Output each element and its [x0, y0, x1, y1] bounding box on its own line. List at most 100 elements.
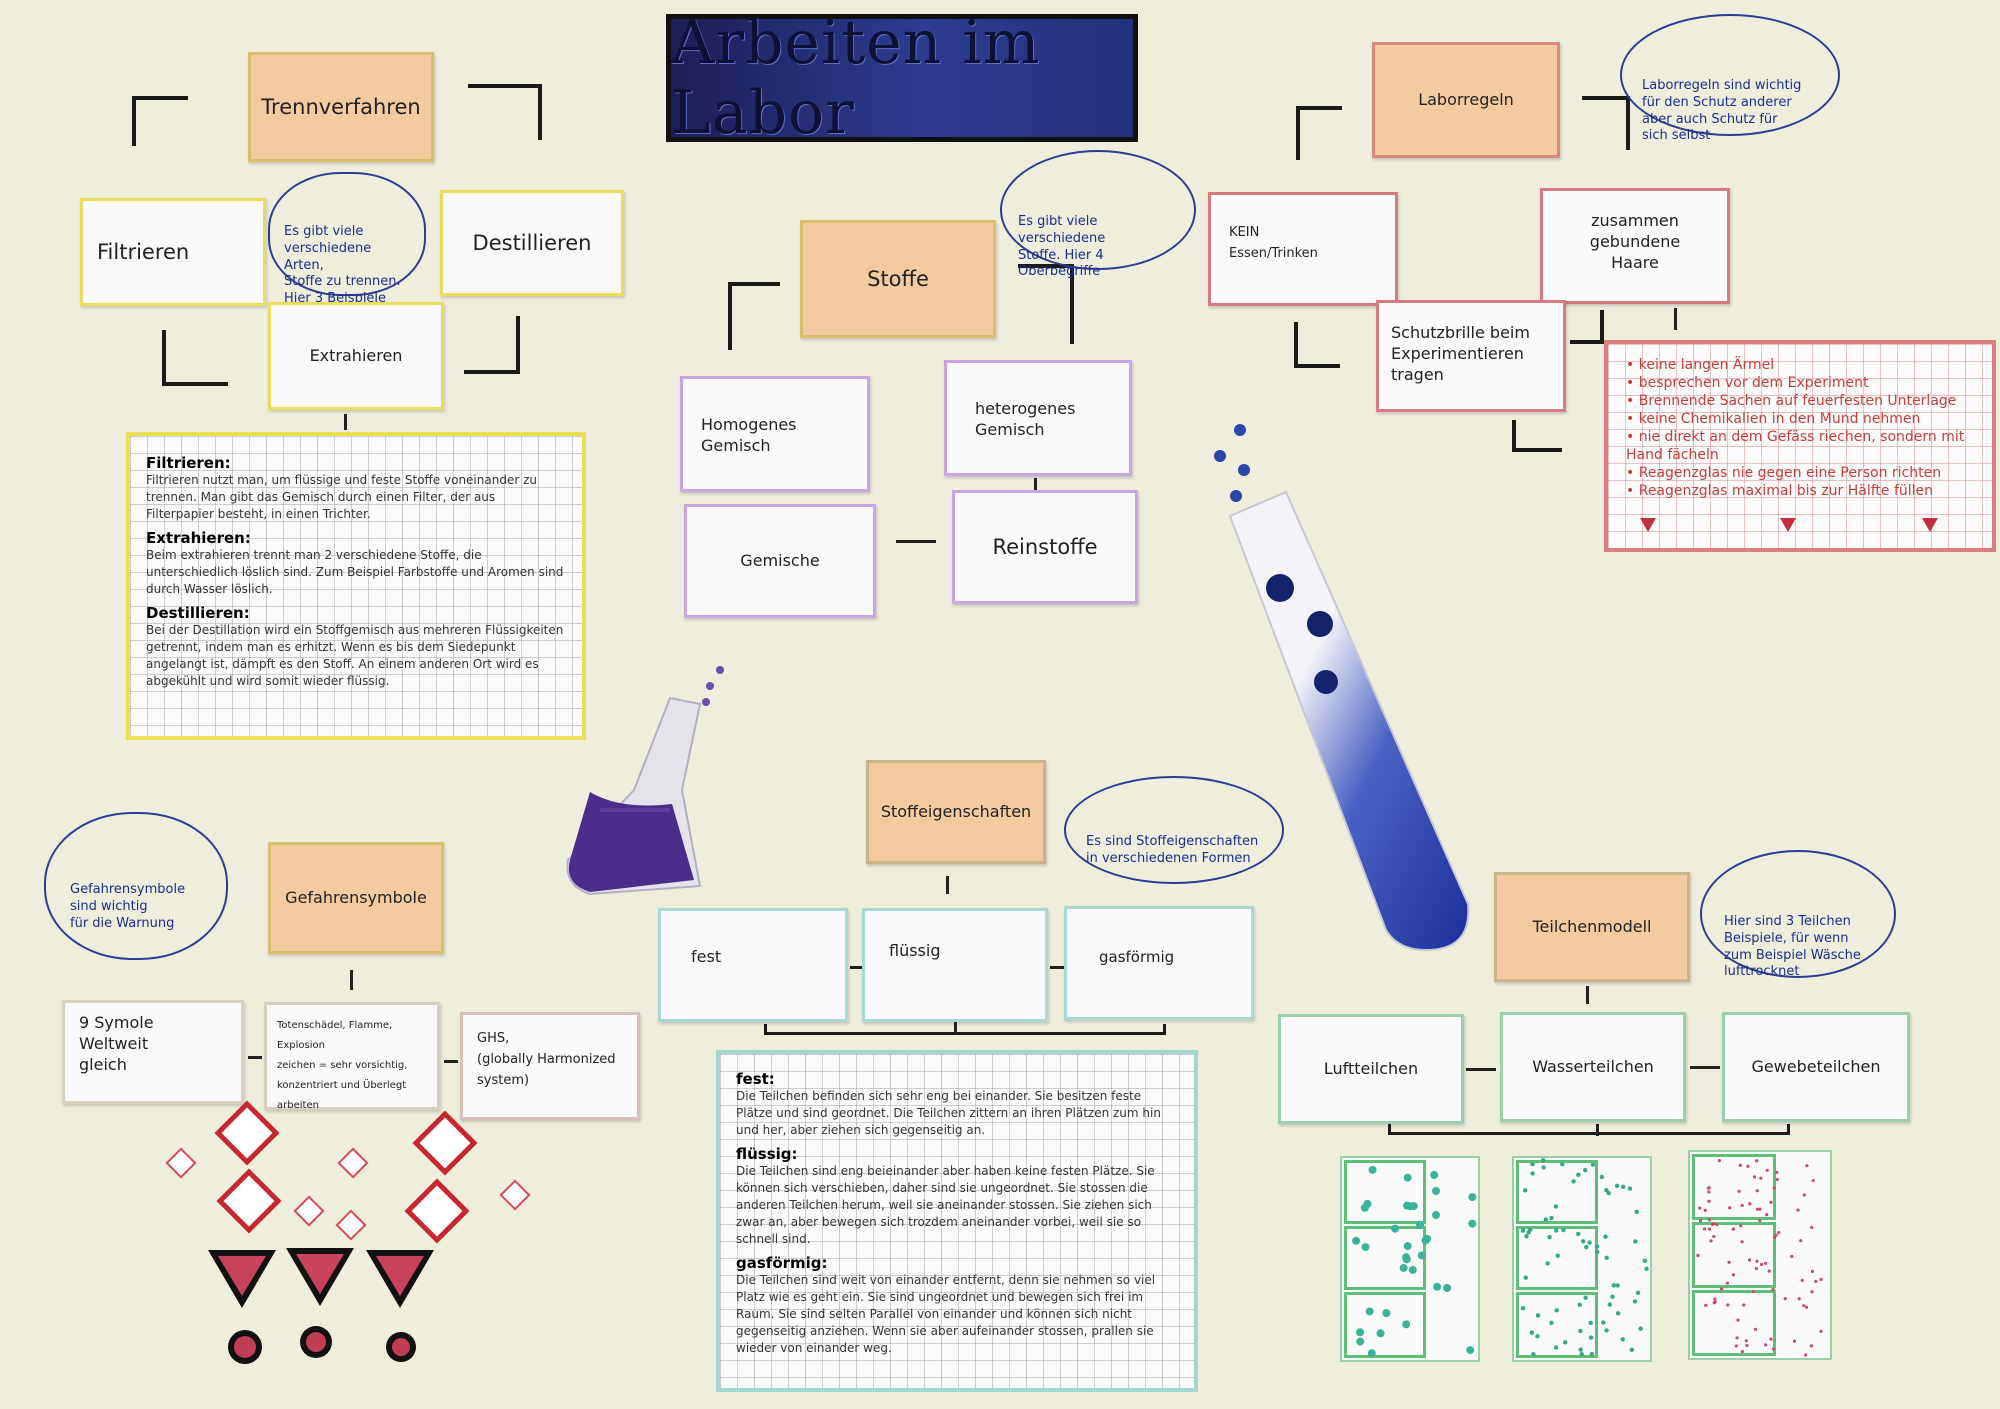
poster-title-text: Arbeiten im Labor: [671, 8, 1041, 148]
laborregeln-header-label: Laborregeln: [1418, 89, 1514, 109]
particle-dot: [1804, 1353, 1808, 1357]
note-heading: fest:: [736, 1070, 775, 1088]
particle-dot: [1576, 1172, 1581, 1177]
ghs-skull-pictogram-icon: [214, 1100, 280, 1166]
note-body: Die Teilchen sind eng beieinander aber h…: [736, 1164, 1155, 1246]
particle-dot: [1468, 1219, 1477, 1228]
particle-dot: [1535, 1334, 1540, 1339]
particle-dot: [1554, 1308, 1559, 1313]
particle-dot: [1578, 1347, 1583, 1352]
particle-dot: [1759, 1176, 1763, 1180]
particle-dot: [1363, 1199, 1372, 1208]
particle-dot: [1739, 1224, 1743, 1228]
particle-dot: [1443, 1283, 1452, 1292]
teilchenmodell-bubble-text: Hier sind 3 Teilchen Beispiele, für wenn…: [1724, 913, 1861, 980]
connector: [444, 1060, 458, 1063]
particle-dot: [1524, 1234, 1529, 1239]
bracket: [468, 84, 542, 140]
warning-triangle-icon: [366, 1250, 434, 1308]
teilchenmodell-header-label: Teilchenmodell: [1532, 916, 1652, 936]
bracket: [1388, 1124, 1790, 1135]
note-gasfoermig: gasförmig: Die Teilchen sind weit von ei…: [736, 1254, 1178, 1357]
particle-dot: [1588, 1335, 1594, 1340]
particle-dot: [1745, 1343, 1749, 1348]
particle-dot: [1555, 1253, 1560, 1258]
connector: [248, 1056, 262, 1059]
particle-dot: [1402, 1253, 1411, 1262]
particle-dot: [1752, 1175, 1757, 1179]
particle-dot: [1702, 1227, 1707, 1231]
trennverfahren-header-label: Trennverfahren: [261, 94, 421, 119]
fest-card: fest: [658, 908, 848, 1022]
particle-dot: [1563, 1340, 1568, 1345]
trennverfahren-header: Trennverfahren: [248, 52, 434, 162]
particle-dot: [1802, 1193, 1806, 1197]
particle-dot: [1583, 1168, 1588, 1173]
particle-dot: [1576, 1231, 1581, 1237]
rule-item: Brennende Sachen auf feuerfesten Unterla…: [1626, 392, 1974, 410]
ghs-environment-pictogram-icon: [404, 1178, 470, 1244]
note-heading: Destillieren:: [146, 604, 250, 622]
particle-dot: [1561, 1227, 1566, 1233]
symbole-label: 9 Symole Weltweit gleich: [79, 1013, 154, 1074]
connector: [954, 1022, 957, 1034]
connector: [344, 414, 347, 430]
fluessig-label: flüssig: [889, 941, 941, 960]
particle-dot: [1707, 1190, 1711, 1194]
particle-dot: [1633, 1239, 1638, 1244]
particle-dot: [1408, 1265, 1417, 1274]
particle-dot: [1805, 1164, 1809, 1168]
particle-dot: [1719, 1287, 1724, 1291]
bracket: [1296, 106, 1342, 160]
particle-dot: [1814, 1279, 1818, 1283]
warning-triangle-icon: [208, 1250, 276, 1308]
note-heading: gasförmig:: [736, 1254, 828, 1272]
particle-dot: [1735, 1336, 1739, 1340]
connector: [1596, 1124, 1599, 1136]
particle-dot: [1819, 1277, 1823, 1282]
gemische-label: Gemische: [740, 550, 820, 570]
extrahieren-card: Extrahieren: [268, 302, 444, 410]
particle-dot: [1417, 1251, 1426, 1260]
erlenmeyer-flask-drawing-icon: [566, 666, 724, 896]
particle-dot: [1740, 1203, 1744, 1208]
fluessig-card: flüssig: [862, 908, 1048, 1022]
particle-dot: [1367, 1349, 1376, 1358]
particle-dot: [1433, 1282, 1442, 1291]
gefahrensymbole-bubble-text: Gefahrensymbole sind wichtig für die War…: [70, 881, 186, 931]
particle-dot: [1771, 1287, 1775, 1292]
particle-dot: [1713, 1297, 1717, 1301]
rule-item: Reagenzglas maximal bis zur Hälfte fülle…: [1626, 482, 1974, 500]
trennverfahren-notes: Filtrieren: Filtrieren nutzt man, um flü…: [126, 432, 586, 740]
particle-dot: [1416, 1220, 1425, 1229]
particle-dot: [1540, 1157, 1546, 1163]
particle-dot: [1746, 1164, 1750, 1168]
particle-dot: [1797, 1297, 1801, 1301]
note-body: Die Teilchen sind weit von einander entf…: [736, 1273, 1156, 1355]
warning-triangle-icon: [1922, 518, 1938, 532]
connector: [1466, 1068, 1496, 1071]
particle-cell: [1344, 1292, 1426, 1358]
particle-dot: [1406, 1202, 1415, 1211]
particle-dot: [1792, 1339, 1797, 1343]
note-fluessig: flüssig: Die Teilchen sind eng beieinand…: [736, 1145, 1178, 1248]
particle-dot: [1736, 1318, 1740, 1322]
note-heading: Extrahieren:: [146, 529, 251, 547]
particle-dot: [1368, 1165, 1377, 1174]
destillieren-label: Destillieren: [472, 230, 592, 255]
particle-dot: [1804, 1305, 1809, 1309]
particle-dot: [1365, 1307, 1374, 1316]
particle-dots-drawing: [1352, 1157, 1823, 1358]
particle-dot: [1583, 1295, 1588, 1300]
particle-dot: [1731, 1273, 1735, 1277]
luftteilchen-label: Luftteilchen: [1323, 1058, 1419, 1078]
particle-dot: [1352, 1236, 1361, 1245]
particle-dot: [1535, 1313, 1541, 1318]
particle-dot: [1468, 1193, 1477, 1202]
bracket: [1512, 420, 1562, 452]
particle-dot: [1543, 1217, 1549, 1222]
particle-dot: [1615, 1283, 1620, 1288]
particle-dot: [1541, 1165, 1546, 1170]
particle-dot: [1530, 1171, 1535, 1176]
